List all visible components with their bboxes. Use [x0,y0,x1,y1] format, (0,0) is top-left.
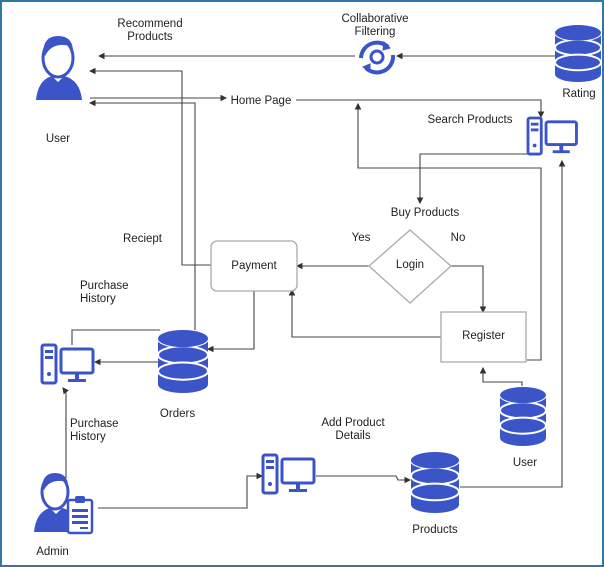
user-icon [36,36,82,100]
login-label: Login [395,259,425,271]
payment-process-shape[interactable] [210,240,298,292]
sync-gear-icon[interactable] [359,40,396,75]
rating-database-icon[interactable] [554,24,602,82]
recommend-products-label: Recommend Products [110,18,190,44]
edge-orders-to-pc-top [71,329,160,345]
purchase-history-computer-icon[interactable] [40,343,95,385]
add-product-details-label: Add Product Details [318,417,388,443]
search-products-computer-icon[interactable] [526,116,578,156]
purchase-history-bottom-line2: History [70,431,106,443]
purchase-history-bottom-line1: Purchase [70,418,119,430]
recommend-label-line1: Recommend [117,18,183,30]
login-decision-shape[interactable] [368,229,452,304]
home-page-label[interactable]: Home Page [230,95,292,107]
filtering-label-line2: Filtering [354,26,396,38]
edge-addpc-to-products [316,475,412,484]
products-database-icon[interactable] [410,451,460,513]
edge-payment-reciept-to-user [88,67,212,266]
edge-orders-to-user [88,99,196,330]
edge-homepage-to-search [296,99,545,119]
user-database-icon[interactable] [499,386,547,447]
user-actor-label: User [45,133,71,145]
purchase-history-bottom-label: Purchase History [70,418,119,444]
purchase-history-top-line1: Purchase [80,280,129,292]
add-product-computer-icon[interactable] [261,453,316,495]
register-label: Register [462,330,505,342]
user-db-label: User [512,457,538,469]
purchase-history-top-label: Purchase History [80,280,129,306]
orders-database-icon[interactable] [157,329,209,394]
register-process-shape[interactable] [440,311,527,363]
edge-admin-to-addpc [98,472,264,509]
edge-login-no-to-register [451,265,487,314]
edge-search-to-buy [416,153,532,205]
buy-products-label[interactable]: Buy Products [390,207,460,219]
edge-register-to-homepage [354,102,542,361]
search-products-label[interactable]: Search Products [427,114,513,126]
orders-db-label: Orders [159,408,196,420]
products-db-label: Products [412,524,458,536]
collaborative-filtering-label: Collaborative Filtering [330,13,420,39]
add-product-line2: Details [335,430,371,442]
admin-clipboard-icon [34,473,94,535]
edge-payment-to-orders [206,291,255,353]
admin-actor-label: Admin [36,546,69,558]
edge-register-to-payment [288,288,441,338]
reciept-label: Reciept [123,233,162,245]
filtering-label-line1: Collaborative [341,13,409,25]
rating-db-label: Rating [562,88,596,100]
edge-userdb-to-register [479,366,523,388]
purchase-history-top-line2: History [80,293,116,305]
edge-admin-to-pc [62,387,69,478]
no-label: No [450,232,466,244]
recommend-label-line2: Products [127,31,173,43]
add-product-line1: Add Product [321,417,385,429]
yes-label: Yes [351,232,371,244]
payment-label: Payment [231,260,277,272]
edge-products-to-search [460,159,566,488]
